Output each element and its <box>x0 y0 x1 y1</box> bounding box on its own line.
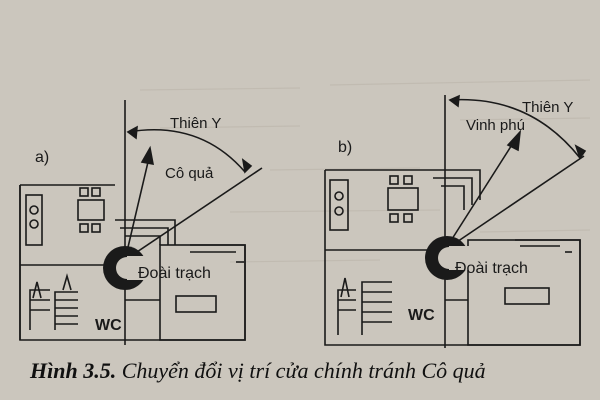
panel-b-vinh-phu-label: Vinh phú <box>466 117 525 134</box>
panel-a-wc-label: WC <box>95 317 122 334</box>
panel-b-center-symbol <box>425 236 471 280</box>
caption-number: Hình 3.5. <box>30 358 117 383</box>
panel-a-house-label: Đoài trạch <box>138 265 211 282</box>
panel-a-center-symbol <box>103 246 149 290</box>
panel-a-directions <box>124 125 263 261</box>
panel-a-co-qua-label: Cô quả <box>165 165 214 182</box>
panel-a-label: a) <box>35 149 49 166</box>
panel-b-directions <box>444 94 587 251</box>
panel-b-wc-label: WC <box>408 307 435 324</box>
panel-b-plan <box>324 95 581 348</box>
panel-b-label: b) <box>338 139 352 156</box>
panel-a-plan <box>19 100 246 345</box>
figure-caption: Hình 3.5. Chuyển đổi vị trí cửa chính tr… <box>30 358 486 384</box>
panel-a-thien-y-label: Thiên Y <box>170 115 221 132</box>
caption-text: Chuyển đổi vị trí cửa chính tránh Cô quả <box>121 358 486 383</box>
panel-b-house-label: Đoài trạch <box>455 260 528 277</box>
panel-b-thien-y-label: Thiên Y <box>522 99 573 116</box>
